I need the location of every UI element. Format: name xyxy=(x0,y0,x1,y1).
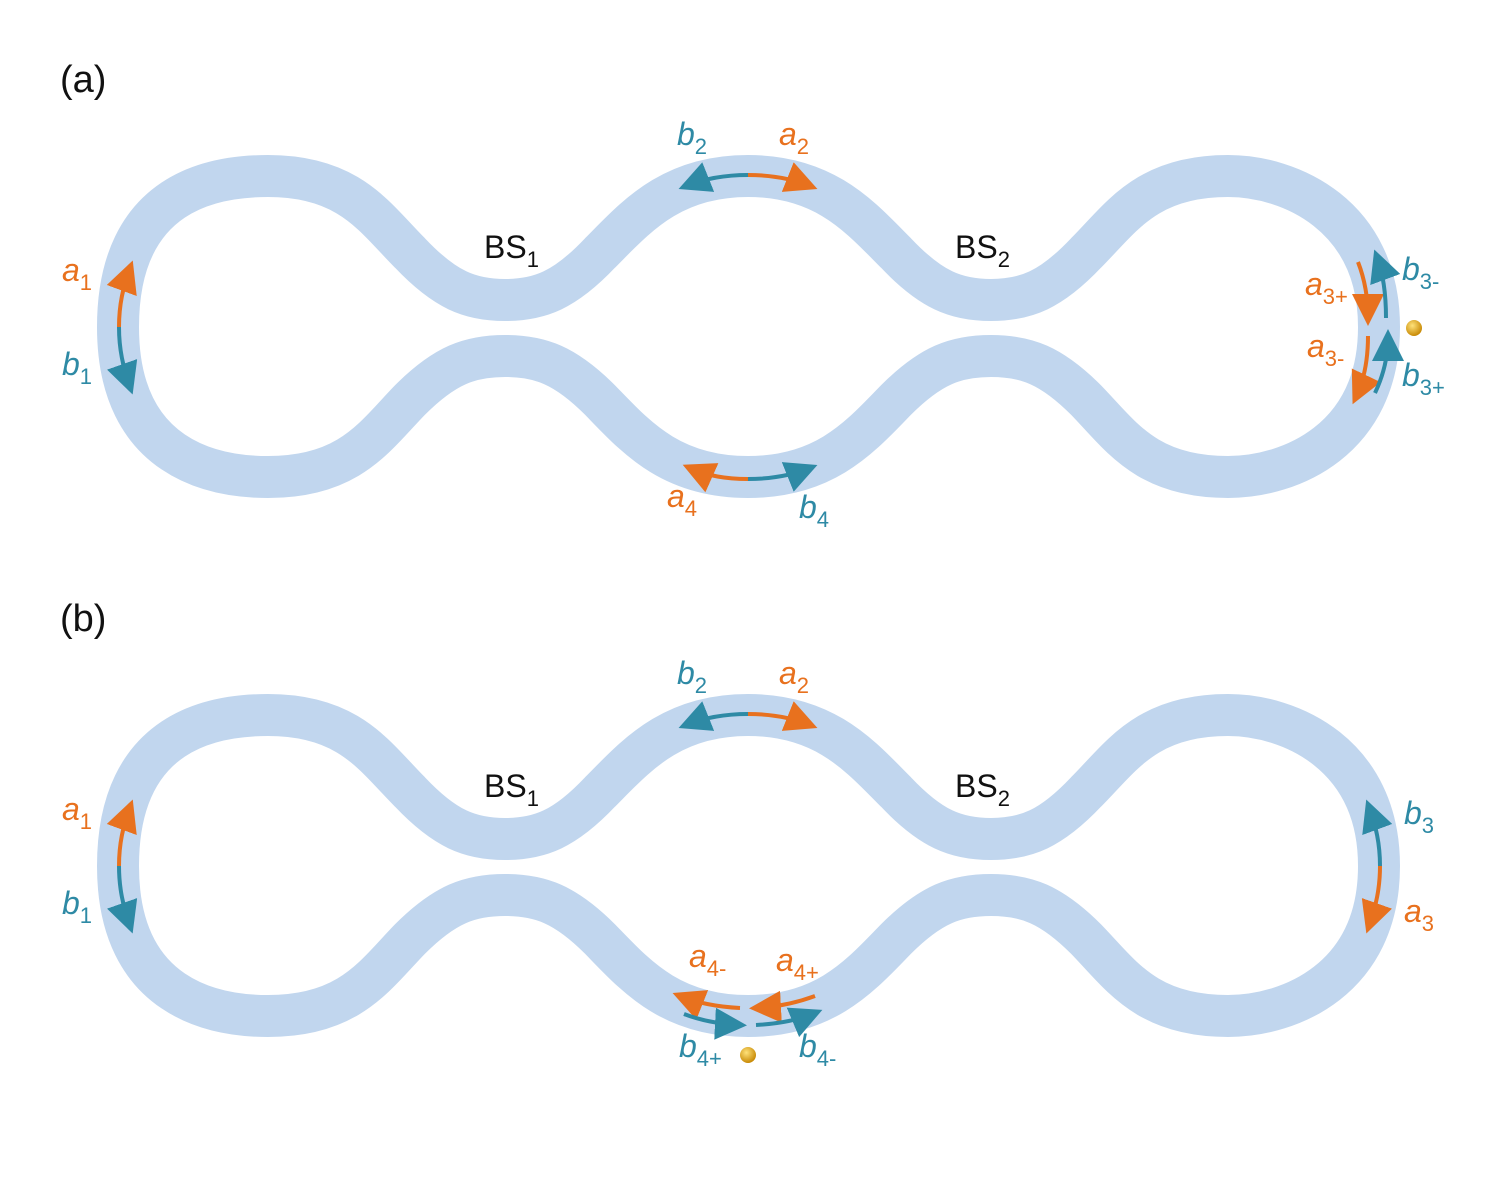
label-b1-b: b1 xyxy=(62,885,92,928)
label-a4m-b: a4- xyxy=(689,938,726,981)
label-bs1-b: BS1 xyxy=(484,768,539,811)
label-a1-a: a1 xyxy=(62,252,92,295)
panel-b: (b) BS1 BS2 a1 b1 b2 a2 b3 a3 a4- a4+ b4… xyxy=(60,598,1434,1071)
label-b4m-b: b4- xyxy=(799,1028,836,1071)
arrow-a2 xyxy=(747,162,818,192)
label-b3m-a: b3- xyxy=(1402,251,1439,294)
arrow-b2 xyxy=(678,701,749,731)
label-bs1-a: BS1 xyxy=(484,229,539,272)
waveguide-loop-b xyxy=(97,694,1400,1037)
arrow-a1 xyxy=(106,799,137,867)
label-b3-b: b3 xyxy=(1404,795,1434,838)
arrow-a4 xyxy=(682,463,749,493)
label-a4p-b: a4+ xyxy=(776,942,819,985)
panel-a-tag: (a) xyxy=(60,59,106,101)
label-a3m-a: a3- xyxy=(1307,328,1344,371)
arrow-a3p xyxy=(1351,261,1384,326)
label-b2-b: b2 xyxy=(677,655,707,698)
label-a3-b: a3 xyxy=(1404,893,1434,936)
panel-a: (a) BS1 BS2 a1 b1 b2 a2 a4 b4 a3+ a3- b3… xyxy=(60,59,1445,532)
label-a2-b: a2 xyxy=(779,655,809,698)
label-b4-a: b4 xyxy=(799,489,829,532)
arrow-b2 xyxy=(678,162,749,192)
arrow-a4m xyxy=(672,990,741,1020)
arrow-a3m xyxy=(1351,335,1381,405)
label-b4p-b: b4+ xyxy=(679,1028,722,1071)
label-bs2-b: BS2 xyxy=(955,768,1010,811)
arrow-a2 xyxy=(747,701,818,731)
arrow-a3 xyxy=(1361,865,1393,934)
arrow-b3m xyxy=(1370,249,1401,319)
label-a3p-a: a3+ xyxy=(1305,266,1348,309)
arrow-a4p xyxy=(749,990,816,1023)
waveguide-loop-a xyxy=(97,155,1400,498)
arrow-b1 xyxy=(106,865,138,934)
arrow-b4p xyxy=(683,1007,747,1040)
arrow-b1 xyxy=(106,326,138,395)
label-a2-a: a2 xyxy=(779,116,809,159)
quantum-emitter-b xyxy=(740,1047,756,1063)
label-b3p-a: b3+ xyxy=(1402,357,1445,400)
arrow-b4m xyxy=(755,1007,823,1038)
label-bs2-a: BS2 xyxy=(955,229,1010,272)
label-b1-a: b1 xyxy=(62,346,92,389)
arrow-a1 xyxy=(106,260,137,328)
arrow-b3 xyxy=(1362,799,1393,867)
label-a4-a: a4 xyxy=(667,478,697,521)
label-b2-a: b2 xyxy=(677,116,707,159)
arrow-b3p xyxy=(1371,329,1404,394)
panel-b-tag: (b) xyxy=(60,598,106,640)
label-a1-b: a1 xyxy=(62,791,92,834)
arrow-b4 xyxy=(747,462,818,492)
quantum-emitter-a xyxy=(1406,320,1422,336)
